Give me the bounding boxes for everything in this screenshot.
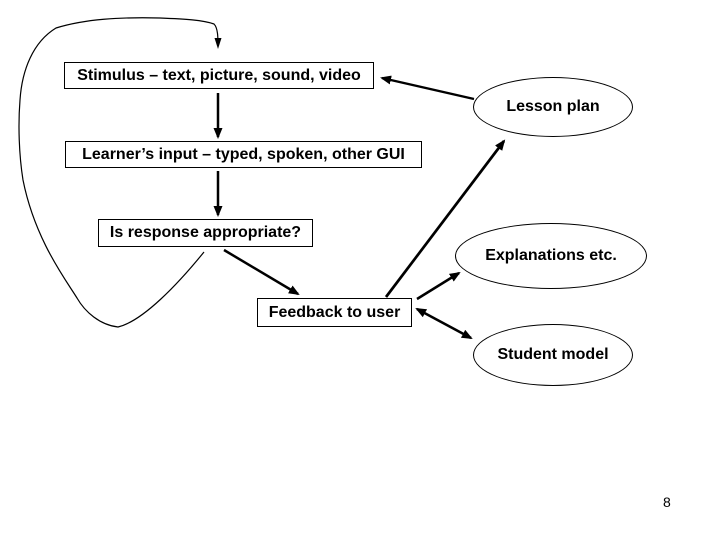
- node-lesson-plan: Lesson plan: [473, 77, 633, 137]
- edge-feedback-to-explanations-arrow: [416, 271, 461, 301]
- edge-feedback-to-lesson-plan-arrow: [384, 139, 506, 298]
- node-student-model-label: Student model: [497, 346, 609, 363]
- edge-loop-response-to-stimulus: [18, 17, 222, 328]
- edge-response-to-feedback-arrow: [223, 248, 300, 296]
- node-stimulus: Stimulus – text, picture, sound, video: [64, 62, 374, 89]
- edge-feedback-student-model-double-arrow: [415, 307, 473, 340]
- node-learner-input-label: Learner’s input – typed, spoken, other G…: [82, 145, 405, 163]
- node-feedback: Feedback to user: [257, 298, 412, 327]
- node-response-check-label: Is response appropriate?: [109, 224, 302, 241]
- edge-lesson-plan-to-stimulus-arrow: [380, 75, 475, 101]
- node-stimulus-label: Stimulus – text, picture, sound, video: [77, 66, 361, 84]
- node-student-model: Student model: [473, 324, 633, 386]
- node-explanations-label: Explanations etc.: [485, 247, 617, 264]
- slide-page-number: 8: [663, 494, 671, 510]
- node-response-check: Is response appropriate?: [98, 219, 313, 247]
- node-learner-input: Learner’s input – typed, spoken, other G…: [65, 141, 422, 168]
- node-explanations: Explanations etc.: [455, 223, 647, 289]
- node-feedback-label: Feedback to user: [268, 303, 401, 321]
- node-lesson-plan-label: Lesson plan: [506, 98, 600, 115]
